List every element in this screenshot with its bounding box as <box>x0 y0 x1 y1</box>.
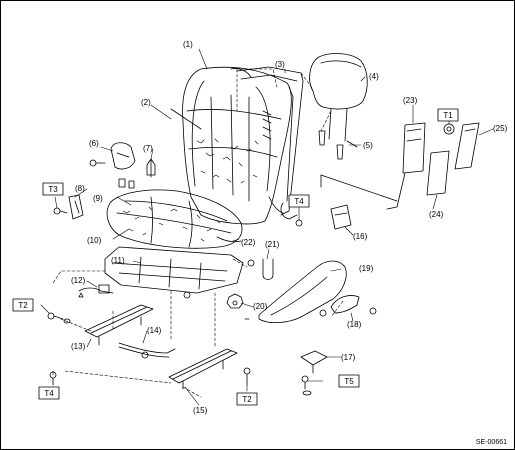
leader-lines <box>40 48 494 406</box>
escutcheon-part <box>454 122 480 170</box>
assembly-dashed-lines <box>52 68 344 398</box>
seat-back-foam-pattern <box>196 138 259 184</box>
recliner-cover-part <box>89 142 136 170</box>
torque-label-t4-lower: T4 <box>44 389 54 398</box>
buckle-bracket-part <box>330 204 352 230</box>
lower-bolts <box>49 367 312 396</box>
seat-frame-part <box>104 246 244 299</box>
cover-strip-part <box>426 150 450 196</box>
callout-11: (11) <box>111 256 125 265</box>
harness-part <box>78 284 114 298</box>
callout-19: (19) <box>359 264 374 273</box>
outer-side-cover-part <box>258 260 347 323</box>
callout-23: (23) <box>403 96 418 105</box>
seat-back-frame-part <box>236 66 304 216</box>
knob-part <box>226 293 250 320</box>
callout-10: (10) <box>87 236 102 245</box>
torque-box-t2-lower: T2 <box>236 392 258 406</box>
torque-box-t4-upper: T4 <box>288 194 310 208</box>
callout-3: (3) <box>275 60 285 69</box>
callout-25: (25) <box>493 124 508 133</box>
seat-rail-left-part <box>84 304 154 346</box>
callout-4: (4) <box>369 72 379 81</box>
torque-label-t1: T1 <box>443 111 453 120</box>
callout-17: (17) <box>341 353 356 362</box>
torque-box-t4-lower: T4 <box>38 386 60 400</box>
bracket-part <box>68 194 84 220</box>
callout-21: (21) <box>265 240 280 249</box>
headrest-part <box>309 53 368 142</box>
torque-box-t2-left: T2 <box>12 298 34 312</box>
seat-rail-right-part <box>168 348 238 390</box>
t1-washer <box>443 123 455 135</box>
trim-cover-lines <box>170 108 202 130</box>
headrest-guide-part <box>318 130 358 160</box>
callout-2: (2) <box>141 98 151 107</box>
u-clip-part <box>247 258 274 280</box>
callout-6: (6) <box>89 139 99 148</box>
seat-back-part <box>182 66 292 225</box>
callout-16: (16) <box>353 232 368 241</box>
callout-14: (14) <box>147 326 162 335</box>
clip-part <box>146 158 156 178</box>
small-bracket-part <box>300 350 328 374</box>
inner-cover-part <box>330 295 377 315</box>
callout-18: (18) <box>347 320 362 329</box>
callout-20: (20) <box>253 302 268 311</box>
belt-buckle-part <box>320 122 426 210</box>
torque-box-t5: T5 <box>338 374 360 388</box>
callout-13: (13) <box>71 342 86 351</box>
t3-bolt <box>53 207 68 215</box>
seat-rail-bar-part <box>118 342 176 359</box>
torque-label-t2-left: T2 <box>18 301 28 310</box>
torque-label-t5: T5 <box>344 377 354 386</box>
torque-label-t3: T3 <box>48 185 58 194</box>
callout-5: (5) <box>363 141 373 150</box>
torque-box-t3: T3 <box>42 182 64 196</box>
fastener-small-part <box>118 178 135 189</box>
callout-7: (7) <box>143 144 153 153</box>
seat-cushion-foam-pattern <box>122 206 221 242</box>
callout-labels: (1) (2) (3) (4) (5) (6) (7) (8) (9) (10)… <box>71 40 508 415</box>
callout-15: (15) <box>193 406 208 415</box>
callout-22: (22) <box>241 238 256 247</box>
wire-part <box>216 236 242 243</box>
callout-1: (1) <box>183 40 193 49</box>
figure-code: SE-00661 <box>476 439 507 446</box>
callout-8: (8) <box>75 184 85 193</box>
bolt-washer-part <box>47 312 71 324</box>
torque-box-t1: T1 <box>437 108 459 122</box>
callout-24: (24) <box>429 210 444 219</box>
torque-label-t4-upper: T4 <box>294 197 304 206</box>
callout-12: (12) <box>71 276 86 285</box>
torque-label-t2-lower: T2 <box>242 395 252 404</box>
callout-9: (9) <box>93 194 103 203</box>
